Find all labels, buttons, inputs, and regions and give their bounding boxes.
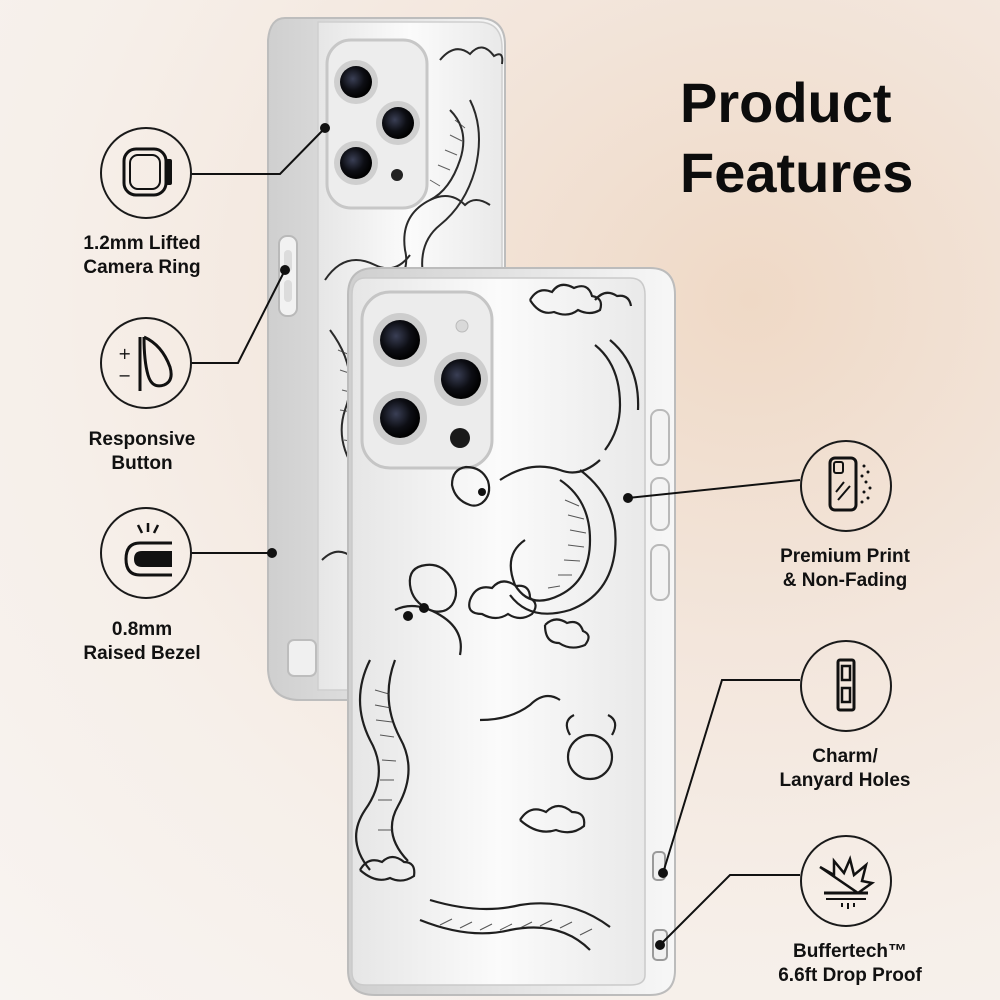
phone-print-icon <box>800 440 892 532</box>
side-button-icon: + − <box>100 317 192 409</box>
callout-line-lanyard <box>662 679 800 874</box>
callout-line-camera-ring <box>190 127 326 175</box>
lanyard-holes-label: Charm/ Lanyard Holes <box>779 746 911 791</box>
responsive-button-label: Responsive Button <box>88 429 196 474</box>
title-line-1: Product <box>680 71 892 134</box>
page-title: Product Features <box>680 68 960 208</box>
front-phone-case <box>347 267 676 996</box>
callout-line-drop <box>659 874 800 946</box>
front-phone-lens-top <box>373 313 427 367</box>
camera-ring-label: 1.2mm Lifted Camera Ring <box>83 233 201 278</box>
drop-impact-icon <box>800 835 892 927</box>
svg-text:−: − <box>118 366 131 385</box>
camera-ring-icon <box>100 127 192 219</box>
lanyard-hole-icon <box>800 640 892 732</box>
callout-line-print <box>627 479 801 499</box>
svg-text:+: + <box>118 344 131 363</box>
front-phone-lens-right <box>434 352 488 406</box>
callout-line-button <box>190 269 286 364</box>
callout-lines <box>190 123 801 950</box>
raised-bezel-icon <box>100 507 192 599</box>
title-line-2: Features <box>680 141 914 204</box>
back-phone-lens-top <box>334 60 378 104</box>
back-phone-lens-bottom <box>334 141 378 185</box>
front-phone-lens-bottom <box>373 391 427 445</box>
premium-print-label: Premium Print & Non-Fading <box>780 546 910 591</box>
buffertech-label: Buffertech™ 6.6ft Drop Proof <box>778 941 922 986</box>
raised-bezel-label: 0.8mm Raised Bezel <box>83 619 201 664</box>
back-phone-lens-right <box>376 101 420 145</box>
